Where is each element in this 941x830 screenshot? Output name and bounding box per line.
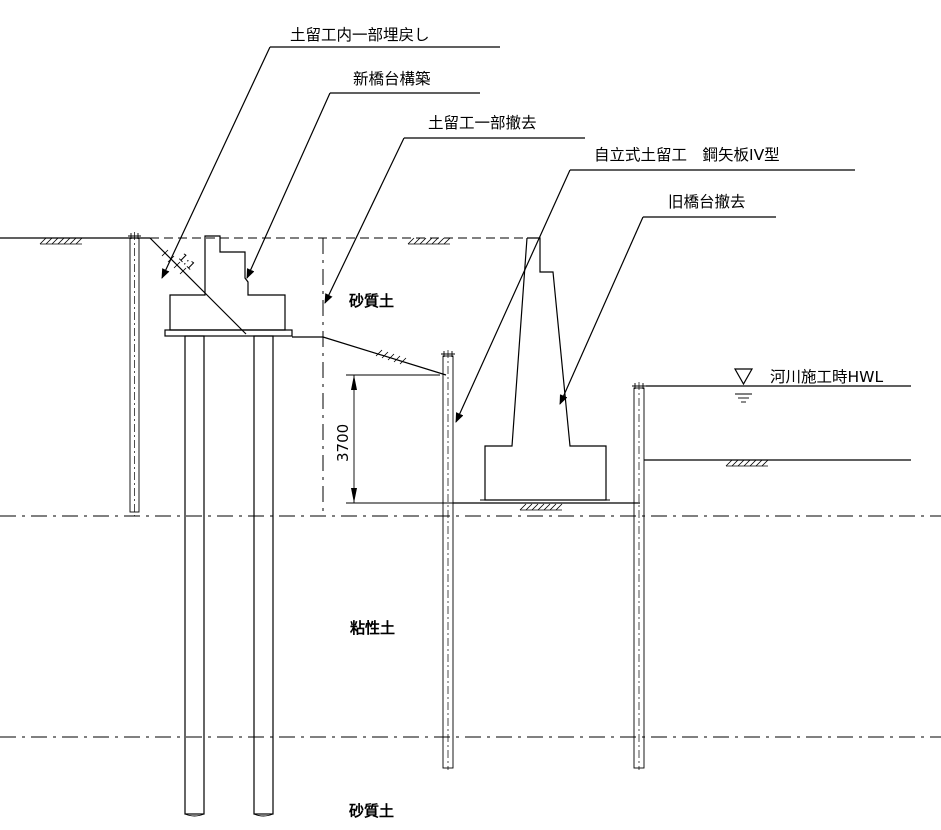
ground-line-left xyxy=(0,237,150,245)
excavation-slope xyxy=(149,237,247,335)
old-abutment xyxy=(480,237,610,511)
water-level-icon xyxy=(733,368,754,386)
excavation-surface xyxy=(292,336,447,376)
middle-sheet-pile xyxy=(441,350,455,770)
label-backfill: 土留工内一部埋戻し xyxy=(290,26,430,44)
label-new-abutment: 新橋台構築 xyxy=(353,70,431,88)
ground-hatch-left xyxy=(39,237,83,245)
leader-new-abutment xyxy=(246,92,480,279)
dimension-value: 3700 xyxy=(334,424,352,462)
dimension-3700: 3700 xyxy=(334,374,480,504)
leader-old-abutment xyxy=(559,216,776,405)
river-bed-line xyxy=(644,459,911,467)
label-old-abutment-removal: 旧橋台撤去 xyxy=(668,193,746,211)
leader-backfill xyxy=(161,46,500,279)
left-sheet-pile xyxy=(128,232,141,516)
leader-partial-removal xyxy=(324,137,585,304)
soil-label-middle: 粘性土 xyxy=(350,619,395,637)
hwl-line xyxy=(646,368,911,403)
slope-ratio-label: 1:1 xyxy=(176,251,198,273)
soil-label-top: 砂質土 xyxy=(349,292,394,310)
new-abutment-pile-left xyxy=(184,335,205,817)
new-abutment-pile-right xyxy=(253,335,274,817)
label-hwl: 河川施工時HWL xyxy=(770,368,883,386)
leader-self-standing xyxy=(455,169,855,423)
label-partial-removal: 土留工一部撤去 xyxy=(428,114,537,132)
label-self-standing: 自立式土留工 鋼矢板IV型 xyxy=(594,146,780,164)
ground-hatch-mid xyxy=(407,237,451,245)
soil-label-bottom: 砂質土 xyxy=(349,802,394,820)
right-sheet-pile xyxy=(632,382,646,770)
new-abutment xyxy=(164,235,293,337)
